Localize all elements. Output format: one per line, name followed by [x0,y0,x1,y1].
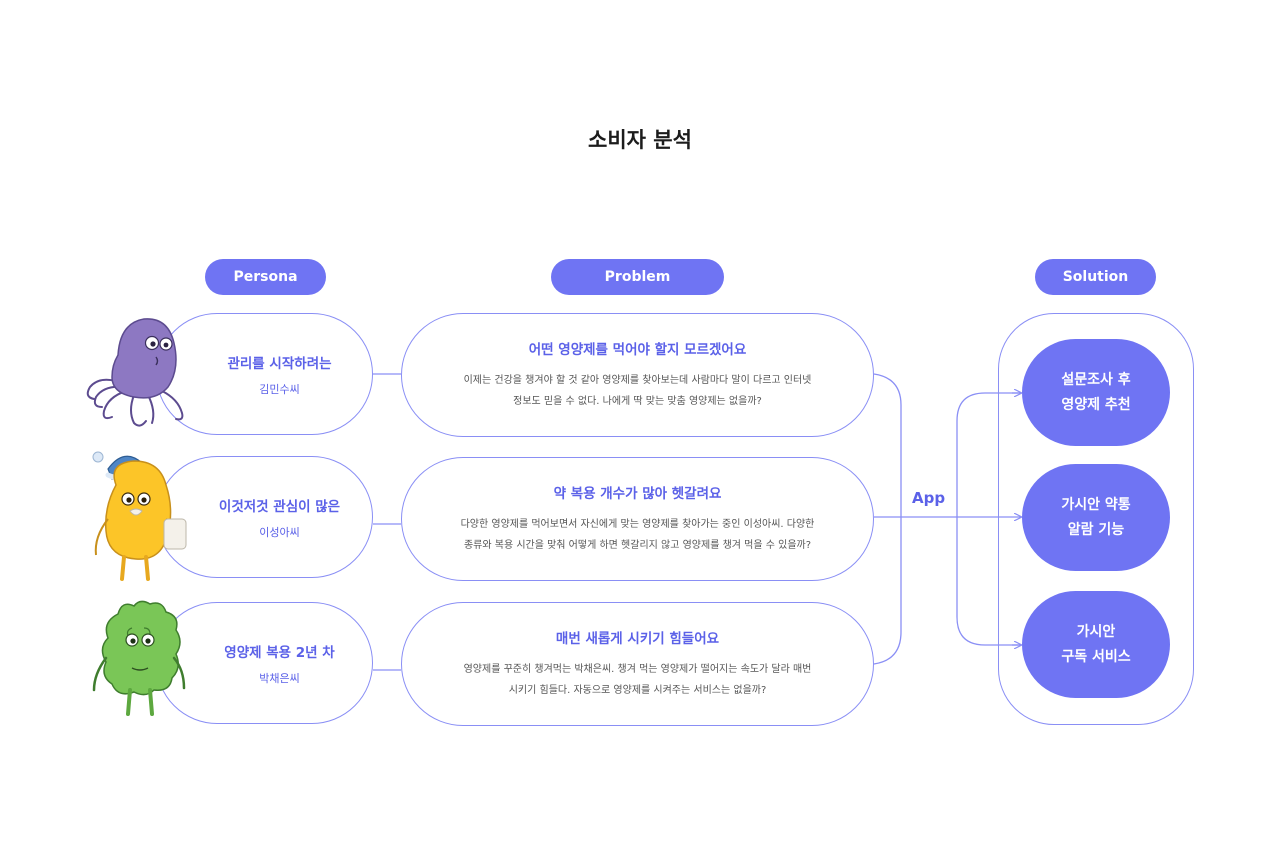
persona-title: 영양제 복용 2년 차 [224,644,335,661]
problem-description-line: 다양한 영양제를 먹어보면서 자신에게 맞는 영양제를 찾아가는 중인 이성아씨… [460,519,815,530]
persona-name: 김민수씨 [259,382,300,396]
app-label: App [912,489,946,507]
solution-label-line: 구독 서비스 [1061,648,1131,665]
persona-card: 영양제 복용 2년 차 박채은씨 [156,602,373,724]
purple-blob-character-icon [86,318,184,427]
problem-description-line: 종류와 복용 시간을 맞춰 어떻게 하면 헷갈리지 않고 영양제를 챙겨 먹을 … [463,540,812,551]
solution-label-line: 설문조사 후 [1061,371,1131,388]
problem-title: 약 복용 개수가 많아 헷갈려요 [553,486,722,502]
solution-header: Solution [1035,259,1156,295]
page-title: 소비자 분석 [588,128,692,152]
yellow-nightcap-character-icon [92,451,187,581]
problem-description: 다양한 영양제를 먹어보면서 자신에게 맞는 영양제를 찾아가는 중인 이성아씨… [443,514,833,556]
persona-title: 관리를 시작하려는 [227,355,332,372]
problem-description-line: 영양제를 꾸준히 챙겨먹는 박채은씨. 챙겨 먹는 영양제가 떨어지는 속도가 … [463,664,812,675]
persona-header: Persona [205,259,326,295]
solution-label-line: 영양제 추천 [1061,396,1131,413]
problem-description: 영양제를 꾸준히 챙겨먹는 박채은씨. 챙겨 먹는 영양제가 떨어지는 속도가 … [443,659,833,701]
persona-title: 이것저것 관심이 많은 [218,498,341,515]
problem-merge-bracket [873,373,902,665]
green-fuzzy-character-icon [92,600,186,716]
solution-label-line: 알람 기능 [1067,521,1125,538]
solution-label-line: 가시안 약통 [1061,496,1131,513]
persona-name: 박채은씨 [259,671,300,685]
problem-description-line: 이제는 건강을 챙겨야 할 것 같아 영양제를 찾아보는데 사람마다 말이 다르… [463,375,812,386]
solution-label-line: 가시안 [1076,623,1116,640]
problem-card: 매번 새롭게 시키기 힘들어요 영양제를 꾸준히 챙겨먹는 박채은씨. 챙겨 먹… [401,602,874,726]
solution-survey-recommendation: 설문조사 후 영양제 추천 [1022,339,1170,446]
problem-card: 어떤 영양제를 먹어야 할지 모르겠어요 이제는 건강을 챙겨야 할 것 같아 … [401,313,874,437]
problem-title: 매번 새롭게 시키기 힘들어요 [555,631,720,647]
solution-subscription: 가시안 구독 서비스 [1022,591,1170,698]
problem-description: 이제는 건강을 챙겨야 할 것 같아 영양제를 찾아보는데 사람마다 말이 다르… [443,370,833,412]
problem-card: 약 복용 개수가 많아 헷갈려요 다양한 영양제를 먹어보면서 자신에게 맞는 … [401,457,874,581]
solution-frame [998,313,1194,725]
problem-description-line: 시키기 힘들다. 자동으로 영양제를 시켜주는 서비스는 없을까? [508,685,767,696]
problem-title: 어떤 영양제를 먹어야 할지 모르겠어요 [528,342,747,358]
problem-description-line: 정보도 믿을 수 없다. 나에게 딱 맞는 맞춤 영양제는 없을까? [513,396,762,407]
persona-card: 관리를 시작하려는 김민수씨 [156,313,373,435]
persona-name: 이성아씨 [259,525,300,539]
persona-card: 이것저것 관심이 많은 이성아씨 [156,456,373,578]
problem-header: Problem [551,259,724,295]
app-split-bracket [956,392,1021,646]
solution-pillbox-alarm: 가시안 약통 알람 기능 [1022,464,1170,571]
